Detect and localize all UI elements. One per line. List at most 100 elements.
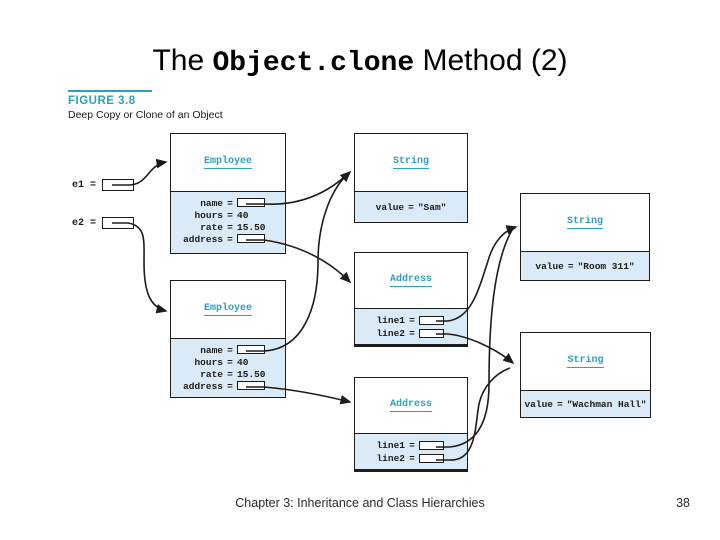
variable-e2-pointer-cell: [102, 217, 134, 229]
field-label: line2: [376, 453, 405, 464]
employee1-object-box: Employee name = hours = 40 rate = 15.50: [170, 133, 286, 254]
field-label: name: [200, 197, 223, 209]
field-row-line1: line1 =: [355, 314, 467, 327]
class-name-label: Address: [389, 399, 432, 412]
pointer-cell: [419, 453, 444, 463]
equals-sign: =: [556, 398, 563, 410]
field-row-hours: hours = 40: [171, 209, 285, 221]
variable-e2: e2 =: [72, 216, 134, 230]
field-value: 15.50: [237, 221, 266, 233]
address1-header: Address: [355, 253, 467, 308]
equals-sign: =: [227, 221, 233, 233]
string-sam-fields: value = "Sam": [355, 191, 467, 222]
footer-text: Chapter 3: Inheritance and Class Hierarc…: [235, 496, 485, 510]
class-name-label: Employee: [203, 303, 252, 316]
field-label: value: [524, 398, 553, 410]
string-wachmanhall-object-box: String value = "Wachman Hall": [520, 332, 651, 418]
field-row-line2: line2 =: [355, 452, 467, 465]
pointer-cell: [419, 315, 444, 325]
string-room311-header: String: [521, 194, 649, 251]
field-row-hours: hours = 40: [171, 356, 285, 368]
title-code: Object.clone: [212, 48, 415, 79]
pointer-cell: [237, 234, 265, 244]
field-label: line2: [376, 328, 405, 339]
figure-caption: Deep Copy or Clone of an Object: [68, 109, 223, 121]
field-label: value: [375, 201, 405, 213]
class-name-label: String: [392, 156, 429, 169]
equals-sign: =: [409, 328, 415, 339]
equals-sign: =: [567, 260, 574, 272]
class-name-label: Employee: [203, 156, 252, 169]
field-row-line1: line1 =: [355, 439, 467, 452]
equals-sign: =: [227, 197, 233, 209]
equals-sign: =: [227, 380, 233, 392]
field-value: "Room 311": [577, 260, 635, 272]
string-wachmanhall-fields: value = "Wachman Hall": [521, 390, 650, 417]
equals-sign: =: [409, 453, 415, 464]
figure-rule: [68, 90, 152, 92]
field-value: "Wachman Hall": [566, 398, 647, 410]
pointer-cell: [419, 328, 444, 338]
field-label: hours: [194, 356, 223, 368]
field-row-name: name =: [171, 197, 285, 209]
equals-sign: =: [227, 209, 233, 221]
equals-sign: =: [89, 179, 96, 191]
class-name-label: String: [566, 216, 603, 229]
field-value: 40: [237, 356, 249, 368]
equals-sign: =: [227, 356, 233, 368]
variable-e2-label: e2: [72, 217, 85, 229]
field-row-address: address =: [171, 380, 285, 392]
field-label: address: [183, 380, 223, 392]
field-label: line1: [376, 315, 405, 326]
equals-sign: =: [409, 315, 415, 326]
variable-e1-label: e1: [72, 179, 85, 191]
equals-sign: =: [227, 344, 233, 356]
field-row-name: name =: [171, 344, 285, 356]
string-sam-object-box: String value = "Sam": [354, 133, 468, 223]
string-wachmanhall-header: String: [521, 333, 650, 390]
field-value: "Sam": [417, 201, 447, 213]
address1-object-box: Address line1 = line2 =: [354, 252, 468, 347]
variable-e1-pointer-cell: [102, 179, 134, 191]
employee2-object-box: Employee name = hours = 40 rate = 15.50: [170, 280, 286, 398]
field-label: rate: [200, 368, 223, 380]
pointer-cell: [237, 345, 265, 355]
employee1-header: Employee: [171, 134, 285, 191]
pointer-cell: [237, 381, 265, 391]
pointer-cell: [237, 198, 265, 208]
employee1-fields: name = hours = 40 rate = 15.50 address =: [171, 191, 285, 253]
field-label: rate: [200, 221, 223, 233]
field-label: hours: [194, 209, 223, 221]
title-pre: The: [152, 44, 205, 77]
class-name-label: Address: [389, 274, 432, 287]
figure-label-block: FIGURE 3.8 Deep Copy or Clone of an Obje…: [68, 90, 223, 121]
equals-sign: =: [408, 201, 414, 213]
field-value: 40: [237, 209, 249, 221]
field-row-line2: line2 =: [355, 327, 467, 340]
employee2-fields: name = hours = 40 rate = 15.50 address =: [171, 338, 285, 397]
equals-sign: =: [409, 440, 415, 451]
string-room311-object-box: String value = "Room 311": [520, 193, 650, 281]
page-number: 38: [676, 496, 690, 510]
figure-label: FIGURE 3.8: [68, 95, 136, 107]
address2-header: Address: [355, 378, 467, 433]
equals-sign: =: [227, 368, 233, 380]
title-post: Method (2): [422, 44, 568, 77]
address1-fields: line1 = line2 =: [355, 308, 467, 344]
pointer-cell: [419, 440, 444, 450]
field-label: address: [183, 233, 223, 245]
page-title: The Object.clone Method (2): [0, 44, 720, 79]
field-label: line1: [376, 440, 405, 451]
address2-object-box: Address line1 = line2 =: [354, 377, 468, 472]
class-name-label: String: [567, 355, 604, 368]
field-label: value: [535, 260, 564, 272]
field-row-rate: rate = 15.50: [171, 368, 285, 380]
variable-e1: e1 =: [72, 178, 134, 192]
arrow-e2-to-employee2: [112, 222, 168, 314]
field-label: name: [200, 344, 223, 356]
equals-sign: =: [89, 217, 96, 229]
string-sam-header: String: [355, 134, 467, 191]
equals-sign: =: [227, 233, 233, 245]
